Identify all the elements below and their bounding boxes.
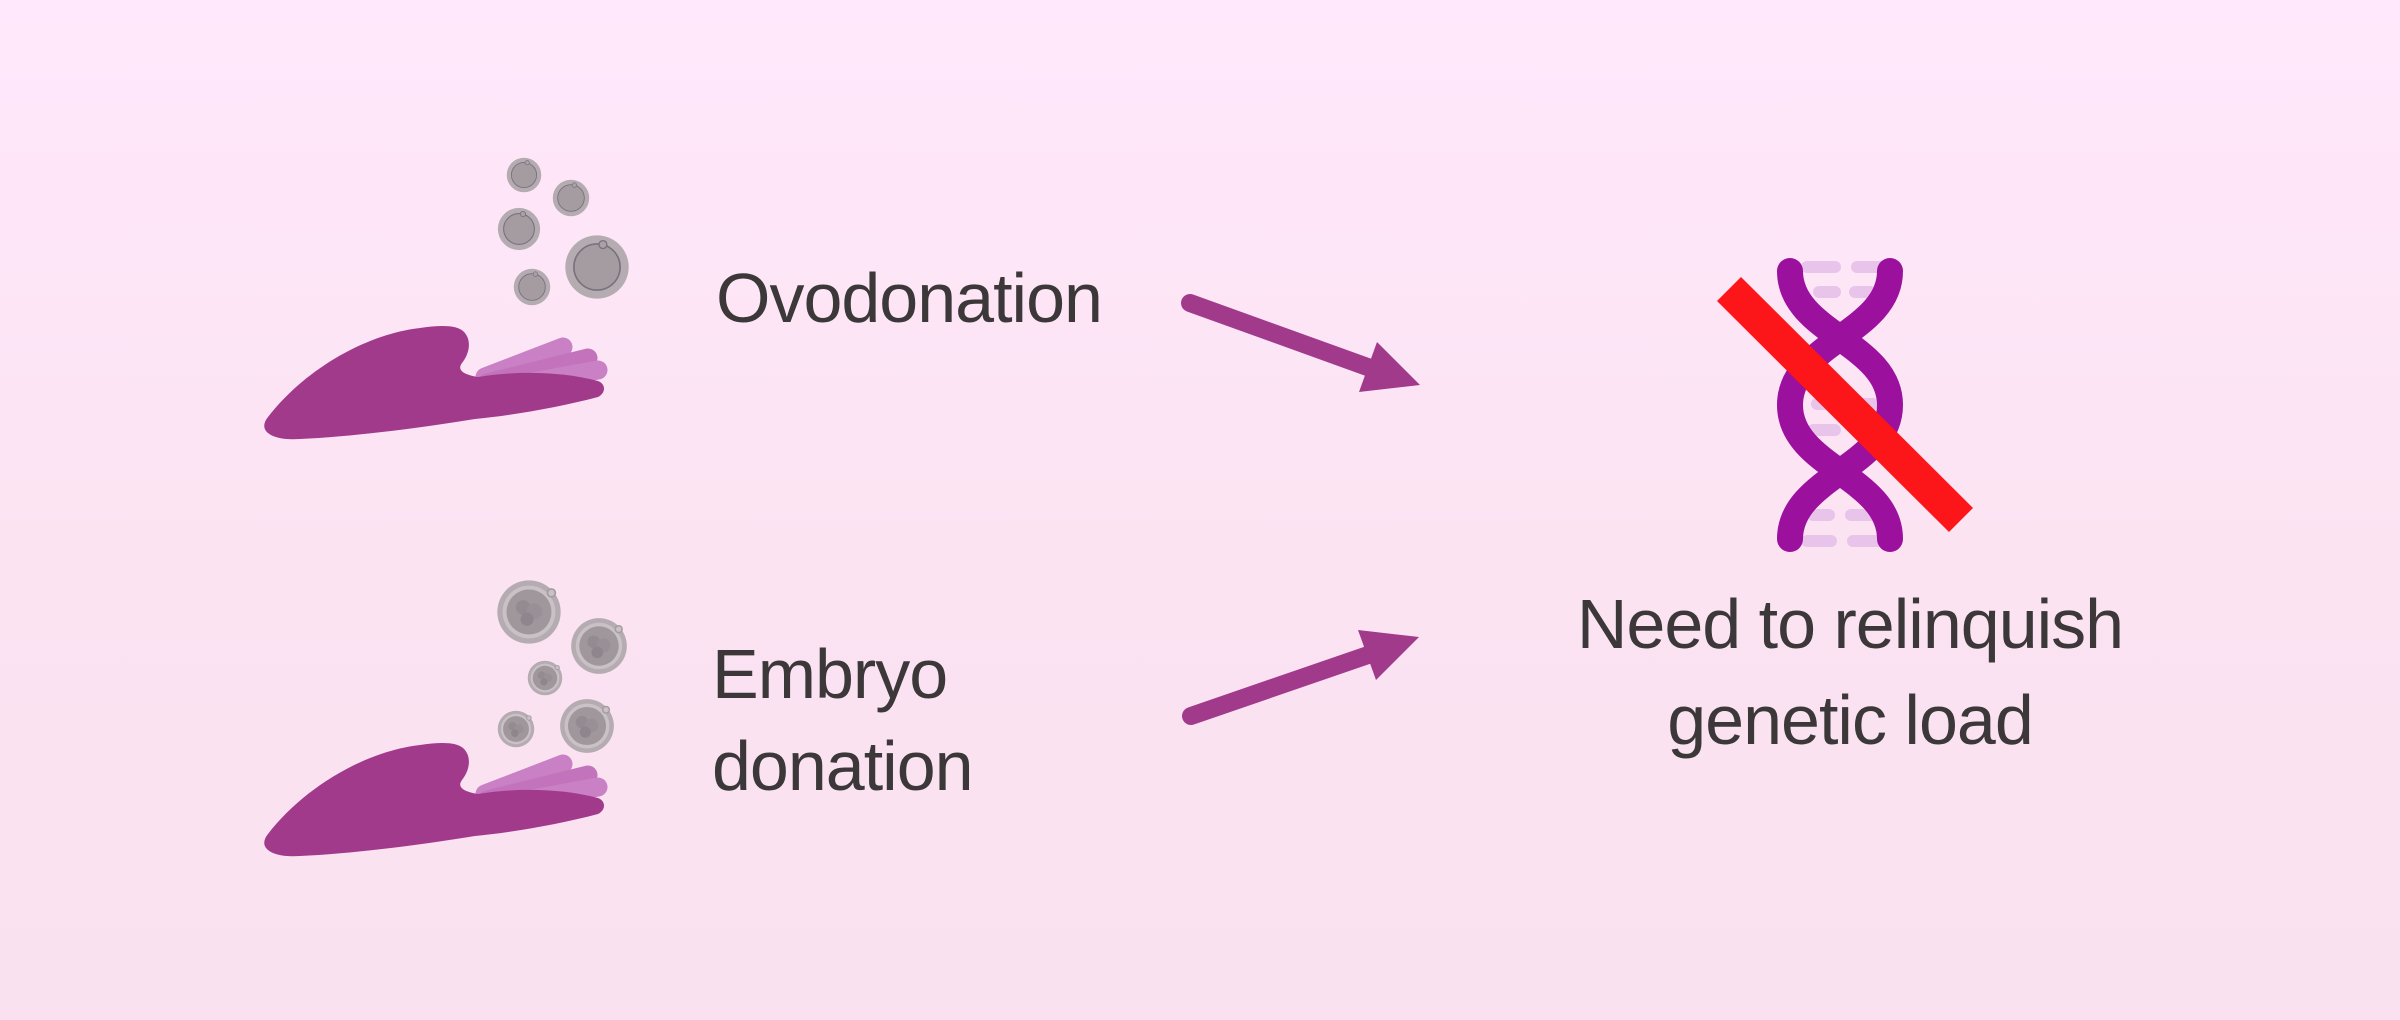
arrow-ovodonation-to-outcome — [1181, 294, 1420, 392]
crossed-out-dna-icon — [1717, 258, 1973, 552]
dna-strands — [1776, 258, 1904, 552]
outcome-label: Need to relinquish genetic load — [1576, 585, 2124, 759]
embryos-icon — [496, 579, 628, 754]
prohibition-slash — [1717, 276, 1973, 533]
node-label-ovodonation: Ovodonation — [716, 259, 1103, 337]
giving-hand-icon — [260, 742, 610, 882]
oocytes-icon — [497, 157, 630, 306]
giving-hand-icon — [260, 325, 610, 465]
arrow-embryo-donation-to-outcome — [1182, 630, 1419, 725]
node-label-embryo-donation: Embryo donation — [712, 635, 974, 805]
